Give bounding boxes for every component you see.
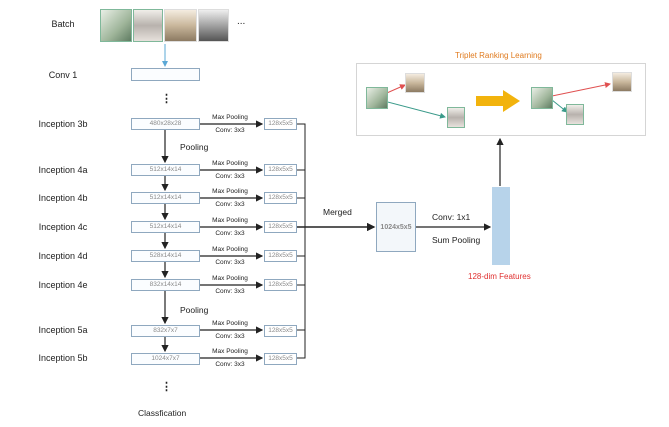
op-max-pooling: Max Pooling	[212, 348, 248, 355]
clothing-photo-thumbnail	[566, 104, 584, 125]
pooling-label-2: Pooling	[180, 305, 209, 315]
clothing-photo-thumbnail	[164, 9, 197, 42]
clothing-photo-thumbnail	[100, 9, 132, 42]
op-conv: Conv: 3x3	[215, 127, 245, 134]
out-box: 128x5x5	[264, 192, 297, 204]
conv1x1-label: Conv: 1x1	[432, 212, 471, 222]
row-label: Inception 4e	[38, 280, 88, 290]
out-box: 128x5x5	[264, 325, 297, 337]
features-label: 128-dim Features	[468, 272, 531, 281]
vdots-top: ⋮	[161, 93, 172, 105]
op-conv: Conv: 3x3	[215, 259, 245, 266]
op-max-pooling: Max Pooling	[212, 114, 248, 121]
dim-box: 832x14x14	[131, 279, 200, 291]
dim-box: 512x14x14	[131, 164, 200, 176]
dim-box: 480x28x28	[131, 118, 200, 130]
op-max-pooling: Max Pooling	[212, 217, 248, 224]
op-conv: Conv: 3x3	[215, 333, 245, 340]
triplet-panel	[356, 63, 646, 136]
vdots-bottom: ⋮	[161, 381, 172, 393]
clothing-photo-thumbnail	[405, 73, 425, 93]
batch-ellipsis: ...	[237, 16, 246, 27]
dim-box: 512x14x14	[131, 192, 200, 204]
row-label: Inception 4a	[38, 165, 88, 175]
out-box: 128x5x5	[264, 221, 297, 233]
op-conv: Conv: 3x3	[215, 288, 245, 295]
row-label: Inception 5b	[38, 353, 88, 363]
clothing-photo-thumbnail	[531, 87, 553, 109]
op-max-pooling: Max Pooling	[212, 160, 248, 167]
clothing-photo-thumbnail	[133, 9, 163, 42]
out-box: 128x5x5	[264, 353, 297, 365]
op-max-pooling: Max Pooling	[212, 275, 248, 282]
op-conv: Conv: 3x3	[215, 173, 245, 180]
merged-box: 1024x5x5	[376, 202, 416, 252]
out-box: 128x5x5	[264, 250, 297, 262]
sum-pooling-label: Sum Pooling	[432, 235, 481, 245]
op-max-pooling: Max Pooling	[212, 188, 248, 195]
clothing-photo-thumbnail	[447, 107, 465, 128]
out-box: 128x5x5	[264, 279, 297, 291]
classification-label: Classfication	[138, 408, 187, 418]
feature-bar	[492, 187, 510, 265]
triplet-title: Triplet Ranking Learning	[455, 51, 542, 60]
out-box: 128x5x5	[264, 118, 297, 130]
dim-box: 528x14x14	[131, 250, 200, 262]
dim-box: 1024x7x7	[131, 353, 200, 365]
batch-label: Batch	[51, 19, 75, 29]
clothing-photo-thumbnail	[198, 9, 229, 42]
merged-label: Merged	[323, 207, 352, 217]
op-conv: Conv: 3x3	[215, 201, 245, 208]
conv1-label: Conv 1	[48, 70, 78, 80]
pooling-label-1: Pooling	[180, 142, 209, 152]
row-label: Inception 4b	[38, 193, 88, 203]
op-max-pooling: Max Pooling	[212, 320, 248, 327]
row-label: Inception 5a	[38, 325, 88, 335]
op-max-pooling: Max Pooling	[212, 246, 248, 253]
out-box: 128x5x5	[264, 164, 297, 176]
op-conv: Conv: 3x3	[215, 361, 245, 368]
row-label: Inception 4c	[38, 222, 88, 232]
orange-right-arrow	[476, 90, 520, 112]
row-label: Inception 3b	[38, 119, 88, 129]
dim-box: 832x7x7	[131, 325, 200, 337]
op-conv: Conv: 3x3	[215, 230, 245, 237]
conv1-box	[131, 68, 200, 81]
clothing-photo-thumbnail	[366, 87, 388, 109]
row-label: Inception 4d	[38, 251, 88, 261]
dim-box: 512x14x14	[131, 221, 200, 233]
clothing-photo-thumbnail	[612, 72, 632, 92]
